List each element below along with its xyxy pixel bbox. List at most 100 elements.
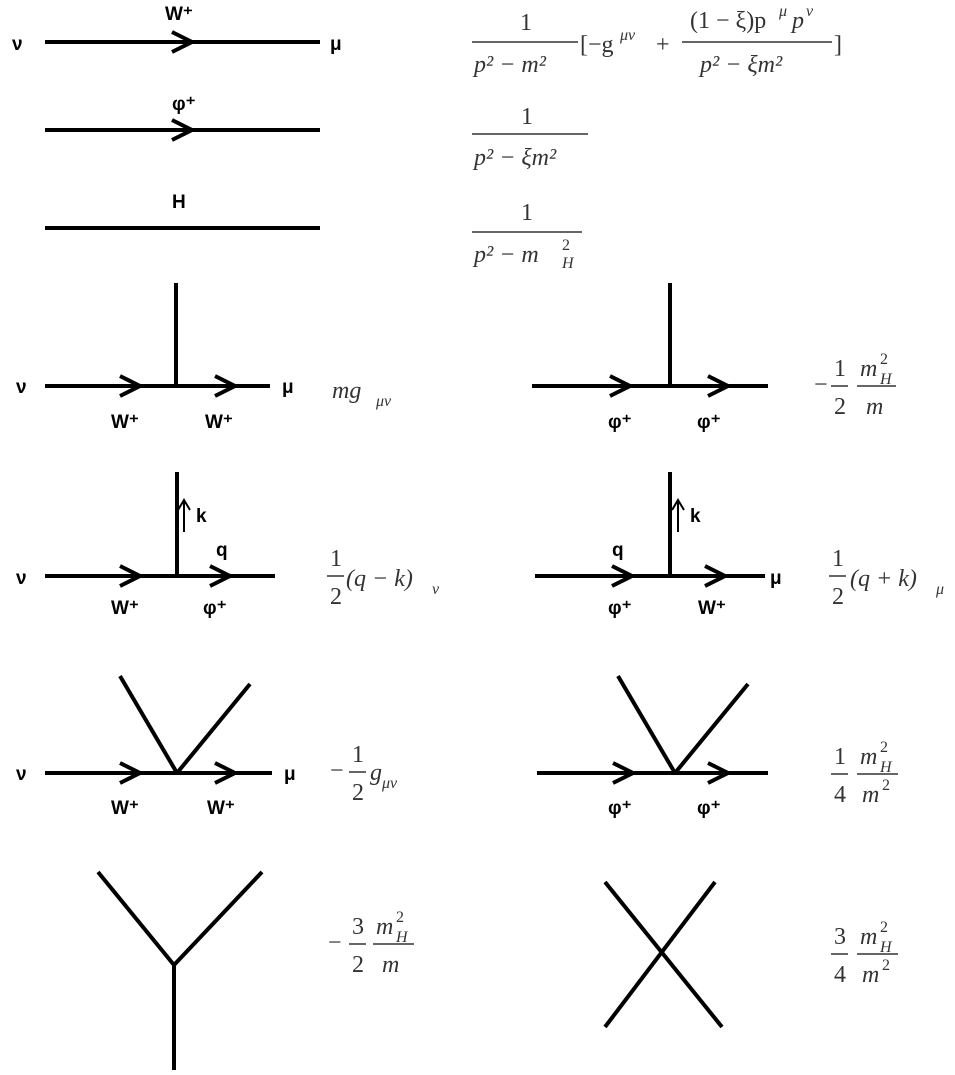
wph-vertex-arrow-out [209,564,235,588]
wph-sub: ν [432,581,440,598]
wwhh-frac-den: 2 [352,780,364,806]
w-label-pwh: W⁺ [698,598,726,619]
phi-label-wph: φ⁺ [203,598,227,619]
phi-label-pphh-right: φ⁺ [697,798,721,819]
hhhh-m-sup: 2 [880,919,888,936]
pph-sign: − [814,372,828,398]
phi-prop-den: p² − ξm² [472,145,557,171]
phi-prop-num: 1 [521,104,533,130]
pphh-m-sub: H [879,759,893,776]
mu-label-pwh: μ [770,568,782,589]
pphh-m-den-sup: 2 [882,777,890,794]
nu-label-wwhh: ν [16,764,27,785]
hhhh-m-sub: H [879,939,893,956]
wwhh-vertex-arrow-in [119,761,145,785]
wph-formula: 1 2 (q − k) ν [327,546,440,610]
h-propagator-formula: 1 p² − m 2 H [472,200,582,272]
wwhh-formula: − 1 2 g μν [330,742,398,806]
pwh-frac-num: 1 [832,546,844,572]
hhh-m-sub: H [395,929,409,946]
wph-vertex-arrow-in [119,564,145,588]
wwh-vertex-arrow-out [214,374,240,398]
pphh-m-sup: 2 [880,739,888,756]
wwh-formula: mg μν [332,378,392,410]
hhh-vertex-line-left [96,870,176,967]
pphh-vertex-h-line-right [673,682,750,775]
h-prop-den: p² − m [472,242,539,268]
w-prop-num: 1 [520,10,532,36]
q-label-wph: q [216,540,228,561]
pph-m-num: m [860,356,877,382]
hhhh-vertex-line-b [603,880,717,1029]
q-label-pwh: q [612,540,624,561]
w-prop-plus: + [656,32,670,58]
phi-label-pwh: φ⁺ [608,598,632,619]
w-propagator-arrow [171,30,197,54]
pph-formula: − 1 2 m 2 H m [814,351,896,420]
w-prop-num2-sup1: μ [778,3,787,20]
hhh-vertex-line-right [172,870,264,967]
hhhh-frac-den: 4 [834,962,846,988]
wwh-sub: μν [375,393,392,410]
wwhh-sign: − [330,758,344,784]
hhh-frac-num: 3 [352,914,364,940]
wph-expr: (q − k) [346,566,413,592]
hhhh-formula: 3 4 m 2 H m 2 [831,919,898,988]
hhh-m-sup: 2 [396,909,404,926]
wph-frac-num: 1 [330,546,342,572]
pph-m-den: m [866,394,883,420]
pph-m-sup: 2 [880,351,888,368]
phi-label-pph-right: φ⁺ [697,412,721,433]
w-prop-num2: (1 − ξ)p [690,8,766,34]
wwhh-sub: μν [381,775,398,792]
phi-propagator-formula: 1 p² − ξm² [472,104,588,171]
pwh-vertex-arrow-out [704,564,730,588]
w-label-wwhh-right: W⁺ [207,798,235,819]
k-label-wph: k [196,506,207,527]
w-propagator-formula: 1 p² − m² [−g μν + (1 − ξ)p μ p ν p² − ξ… [472,3,842,78]
nu-label-w-prop: ν [12,34,23,55]
phi-propagator-arrow [171,118,197,142]
w-label-wwh-left: W⁺ [111,412,139,433]
pwh-vertex-arrow-in [611,564,637,588]
w-label-wwhh-left: W⁺ [111,798,139,819]
hhhh-frac-num: 3 [834,924,846,950]
w-prop-den2: p² − ξm² [698,52,783,78]
pphh-m-den: m [862,782,879,808]
h-prop-den-sub: H [561,255,575,272]
w-prop-close: ] [834,32,842,58]
pph-frac-den: 2 [834,394,846,420]
pwh-expr: (q + k) [850,566,917,592]
w-prop-num2-mid: p [790,8,804,34]
hhh-frac-den: 2 [352,952,364,978]
hhh-sign: − [328,930,342,956]
k-label-pwh: k [690,506,701,527]
h-label-h-prop: H [172,192,186,213]
pph-frac-num: 1 [834,356,846,382]
phi-label-pphh-left: φ⁺ [608,798,632,819]
hhh-m-num: m [376,914,393,940]
pphh-frac-den: 4 [834,782,846,808]
wwhh-vertex-h-line-right [175,682,252,775]
wph-momentum-k-head [177,498,191,511]
w-label-wwh-right: W⁺ [205,412,233,433]
w-label-wph: W⁺ [111,598,139,619]
hhhh-m-num: m [860,924,877,950]
nu-label-wph: ν [16,568,27,589]
pph-m-sub: H [879,371,893,388]
pphh-frac-num: 1 [834,744,846,770]
wwhh-frac-num: 1 [352,742,364,768]
hhhh-m-den-sup: 2 [882,957,890,974]
hhh-formula: − 3 2 m 2 H m [328,909,414,978]
nu-label-wwh: ν [16,377,27,398]
h-prop-den-sup: 2 [562,237,570,254]
hhh-m-den: m [382,952,399,978]
mu-label-wwh: μ [282,377,294,398]
pph-vertex-arrow-in [609,374,635,398]
pphh-vertex-arrow-out [707,761,733,785]
pwh-frac-den: 2 [832,584,844,610]
hhhh-m-den: m [862,962,879,988]
pwh-formula: 1 2 (q + k) μ [829,546,944,610]
phi-label-phi-prop: φ⁺ [172,94,196,115]
